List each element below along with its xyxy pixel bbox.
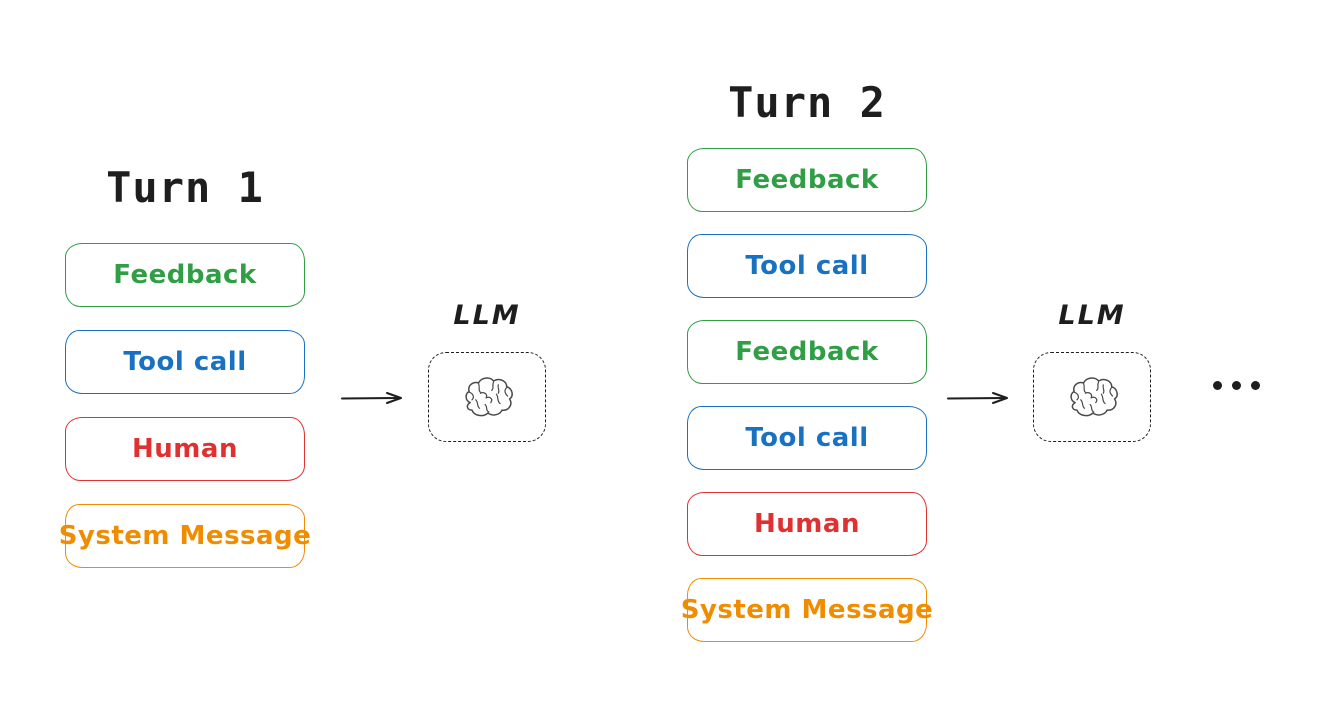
ellipsis-dot xyxy=(1251,381,1260,390)
arrow-right-icon xyxy=(341,392,402,404)
message-label: Human xyxy=(754,509,860,539)
message-label: Tool call xyxy=(123,347,247,377)
message-box-system-message: System Message xyxy=(59,504,311,568)
turn-1-title: Turn 1 xyxy=(106,163,264,212)
ellipsis-icon xyxy=(1213,381,1260,390)
turn-1-group: Turn 1 xyxy=(65,163,305,212)
message-box-feedback: Feedback xyxy=(687,148,927,212)
message-box-tool-call: Tool call xyxy=(687,234,927,298)
message-label: Feedback xyxy=(735,337,879,367)
message-box-human: Human xyxy=(65,417,305,481)
message-box-tool-call: Tool call xyxy=(687,406,927,470)
turn-2-title: Turn 2 xyxy=(728,78,886,127)
message-label: System Message xyxy=(680,595,934,625)
message-label: Tool call xyxy=(745,423,869,453)
llm-2-label: LLM xyxy=(1058,300,1126,331)
message-box-feedback: Feedback xyxy=(65,243,305,307)
llm-1-label: LLM xyxy=(453,300,521,331)
llm-2-box xyxy=(1033,352,1151,442)
brain-icon xyxy=(465,377,513,417)
message-label: System Message xyxy=(58,521,312,551)
ellipsis-dot xyxy=(1213,381,1222,390)
arrow-right-icon xyxy=(947,392,1008,404)
ellipsis-dot xyxy=(1232,381,1241,390)
message-box-human: Human xyxy=(687,492,927,556)
message-label: Feedback xyxy=(735,165,879,195)
llm-1-box xyxy=(428,352,546,442)
message-label: Human xyxy=(132,434,238,464)
message-label: Tool call xyxy=(745,251,869,281)
message-box-feedback: Feedback xyxy=(687,320,927,384)
turn-2-group: Turn 2 xyxy=(687,78,927,127)
message-box-system-message: System Message xyxy=(681,578,933,642)
brain-icon xyxy=(1070,377,1118,417)
message-label: Feedback xyxy=(113,260,257,290)
message-box-tool-call: Tool call xyxy=(65,330,305,394)
